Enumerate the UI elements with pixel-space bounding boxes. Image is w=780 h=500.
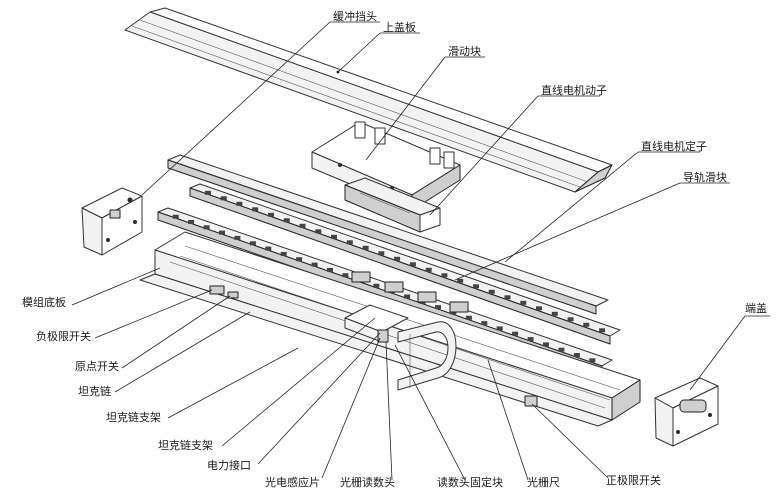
rack-tooth (465, 315, 472, 320)
rack-tooth (315, 229, 322, 234)
label-neg-limit: 负极限开关 (36, 329, 91, 343)
rack-tooth (204, 190, 211, 195)
rack-tooth (558, 347, 565, 352)
label-chain-bracket-1: 坦克链支架 (106, 410, 161, 424)
rack-tooth (236, 201, 243, 206)
label-tank-chain: 坦克链 (78, 384, 111, 398)
rack-tooth (252, 207, 259, 212)
rack-tooth (567, 317, 574, 322)
rack-tooth (378, 251, 385, 256)
rack-tooth (527, 337, 534, 342)
label-top-cover: 上盖板 (383, 20, 416, 34)
rack-tooth (481, 321, 488, 326)
rack-tooth (234, 235, 241, 240)
rack-tooth (435, 305, 441, 310)
label-photo-sensor: 光电感应片 (265, 475, 320, 489)
linear-motor-mover (344, 177, 441, 233)
rack-tooth (496, 326, 503, 331)
tank-chain (397, 321, 457, 391)
rack-tooth (589, 358, 596, 363)
rack-tooth (488, 289, 495, 294)
rack-tooth (203, 225, 210, 230)
rack-tooth (373, 283, 380, 288)
label-slider: 滑动块 (448, 45, 481, 58)
label-motor-stator: 直线电机定子 (641, 139, 707, 153)
label-buffer-stop: 缓冲挡头 (333, 9, 377, 23)
rack-tooth (536, 306, 542, 311)
rack-tooth (342, 273, 349, 278)
rack-tooth (473, 284, 479, 289)
rack-tooth (172, 214, 179, 219)
label-power-port: 电力接口 (207, 459, 251, 472)
rack-tooth (311, 262, 318, 267)
rack-tooth (583, 322, 590, 327)
rack-tooth (346, 240, 353, 245)
rack-tooth (512, 331, 519, 336)
label-base-plate: 模组底板 (22, 295, 66, 309)
rack-tooth (362, 245, 369, 250)
rack-tooth (249, 241, 256, 246)
label-origin-switch: 原点开关 (75, 359, 119, 373)
linear-motor-stator (167, 154, 609, 315)
rack-tooth (188, 220, 195, 224)
limit-switches (209, 285, 538, 407)
rack-tooth (404, 294, 411, 299)
rack-tooth (573, 353, 580, 357)
right-end-cover (654, 377, 719, 447)
label-motor-mover: 直线电机动子 (541, 83, 607, 97)
label-chain-bracket-2: 坦克链支架 (158, 438, 213, 452)
label-reader-fix: 读数头固定块 (437, 475, 503, 489)
rack-tooth (520, 300, 527, 305)
carriage (344, 271, 469, 343)
rack-tooth (599, 328, 606, 333)
rack-tooth (296, 257, 303, 262)
rack-tooth (299, 223, 306, 228)
rack-tooth (327, 267, 333, 272)
rack-tooth (280, 251, 287, 256)
rack-tooth (265, 246, 272, 251)
rack-tooth (220, 196, 227, 201)
rack-tooth (543, 342, 549, 347)
rack-tooth (331, 234, 337, 239)
rack-tooth (409, 262, 416, 267)
label-grating-scale: 光栅尺 (527, 475, 560, 489)
top-cover-plate (124, 7, 613, 193)
rack-tooth (394, 256, 401, 261)
label-pos-limit: 正极限开关 (606, 473, 661, 487)
rack-tooth (219, 230, 225, 235)
label-grating-reader: 光栅读数头 (340, 475, 395, 489)
rack-tooth (457, 278, 464, 283)
rack-tooth (551, 311, 558, 316)
left-buffer-stop (81, 187, 143, 256)
rack-tooth (268, 212, 274, 217)
rack-tooth (425, 267, 432, 272)
label-end-cover: 端盖 (745, 301, 767, 315)
rack-tooth (441, 273, 448, 278)
rack-tooth (283, 218, 290, 223)
rack-tooth (504, 295, 511, 300)
leader-lines (71, 21, 770, 481)
guide-rail-slider (189, 183, 621, 345)
label-rail-slider: 导轨滑块 (683, 170, 727, 184)
